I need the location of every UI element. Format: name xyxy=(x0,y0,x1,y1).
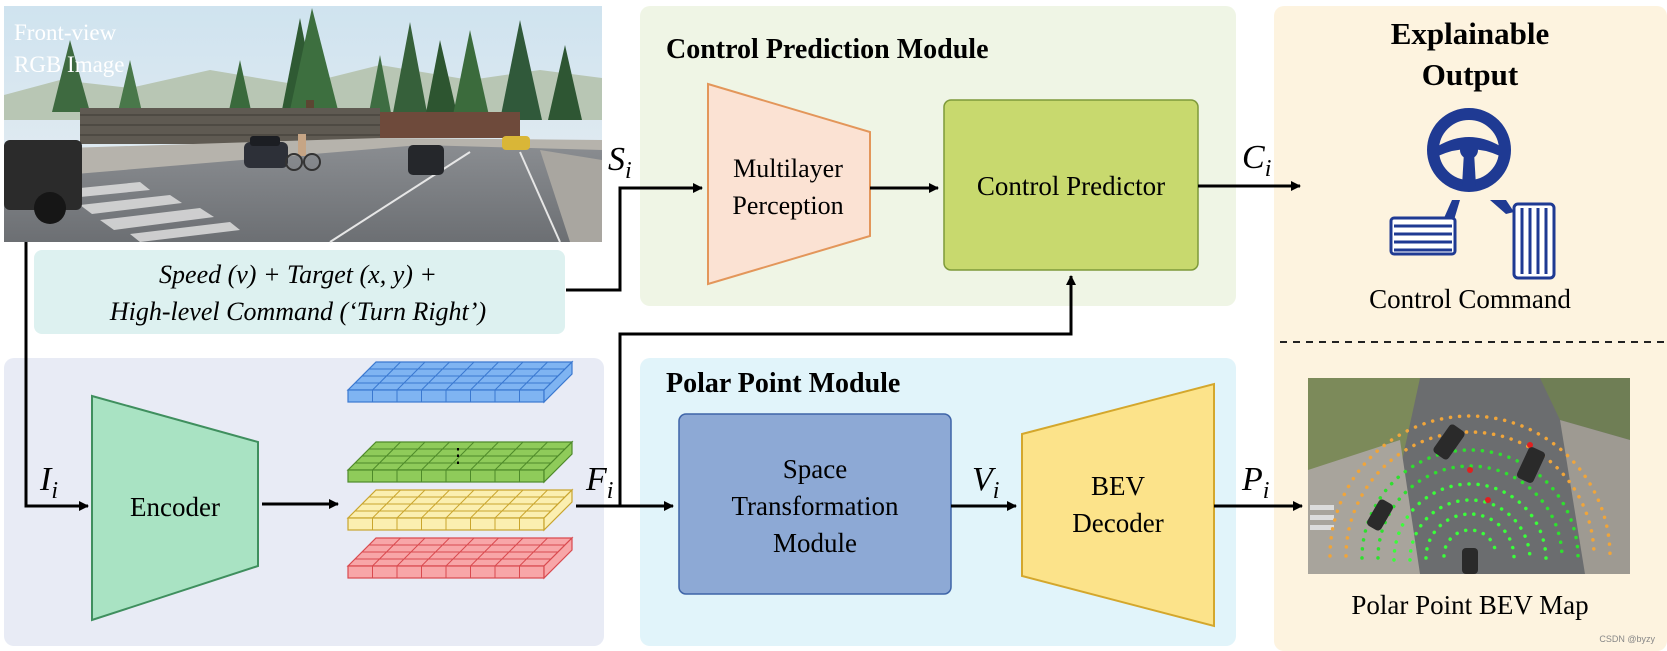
polar-module-title: Polar Point Module xyxy=(666,368,900,399)
control-command-label: Control Command xyxy=(1369,284,1571,314)
brake-pedal-icon xyxy=(1389,200,1460,256)
control-predictor-label: Control Predictor xyxy=(977,171,1165,201)
steering-wheel-icon xyxy=(1427,108,1511,192)
polar-point-bev-map-image xyxy=(1308,378,1630,574)
encoder-label: Encoder xyxy=(130,492,220,522)
watermark: CSDN @byzy xyxy=(1599,634,1655,644)
symbol-p: Pi xyxy=(1241,461,1269,504)
feature-map-stack xyxy=(346,360,574,580)
stm-label-line2: Transformation xyxy=(732,491,899,521)
symbol-i: Ii xyxy=(39,461,58,504)
measurement-line2: High-level Command (‘Turn Right’) xyxy=(109,297,486,326)
symbol-c: Ci xyxy=(1242,139,1271,182)
output-title-line1: Explainable xyxy=(1391,16,1550,51)
feature-ellipsis: ⋮ xyxy=(448,445,468,467)
space-transformation-block xyxy=(678,413,952,595)
front-view-camera-image xyxy=(4,6,602,243)
symbol-s: Si xyxy=(608,141,632,184)
bev-map-label: Polar Point BEV Map xyxy=(1351,590,1588,620)
arrow-image-to-encoder xyxy=(24,242,89,511)
mlp-label-line1: Multilayer xyxy=(733,154,843,183)
output-title-line2: Output xyxy=(1422,57,1519,92)
decoder-label-line2: Decoder xyxy=(1072,508,1163,538)
measurement-line1: Speed (v) + Target (x, y) + xyxy=(159,260,437,289)
encoder-block xyxy=(91,394,259,622)
mlp-block xyxy=(707,82,871,286)
camera-caption-line2: RGB Image xyxy=(14,52,125,77)
feature-map-green xyxy=(346,440,574,484)
camera-caption-line1: Front-view xyxy=(14,20,117,45)
feature-map-blue xyxy=(346,360,574,404)
feature-map-yellow xyxy=(346,488,574,532)
arrow-measurement-to-mlp xyxy=(566,183,703,292)
stm-label-line1: Space xyxy=(783,454,847,484)
symbol-f: Fi xyxy=(585,461,613,504)
control-module-title: Control Prediction Module xyxy=(666,34,989,65)
connector-arrows xyxy=(24,181,1303,511)
arrow-features-to-predictor xyxy=(618,275,1076,506)
feature-map-red xyxy=(346,536,574,580)
accelerator-pedal-icon xyxy=(1490,200,1556,280)
bev-decoder-block xyxy=(1021,382,1215,628)
stm-label-line3: Module xyxy=(773,528,857,558)
decoder-label-line1: BEV xyxy=(1091,471,1146,501)
mlp-label-line2: Perception xyxy=(732,191,843,220)
measurement-input-box xyxy=(34,250,565,334)
